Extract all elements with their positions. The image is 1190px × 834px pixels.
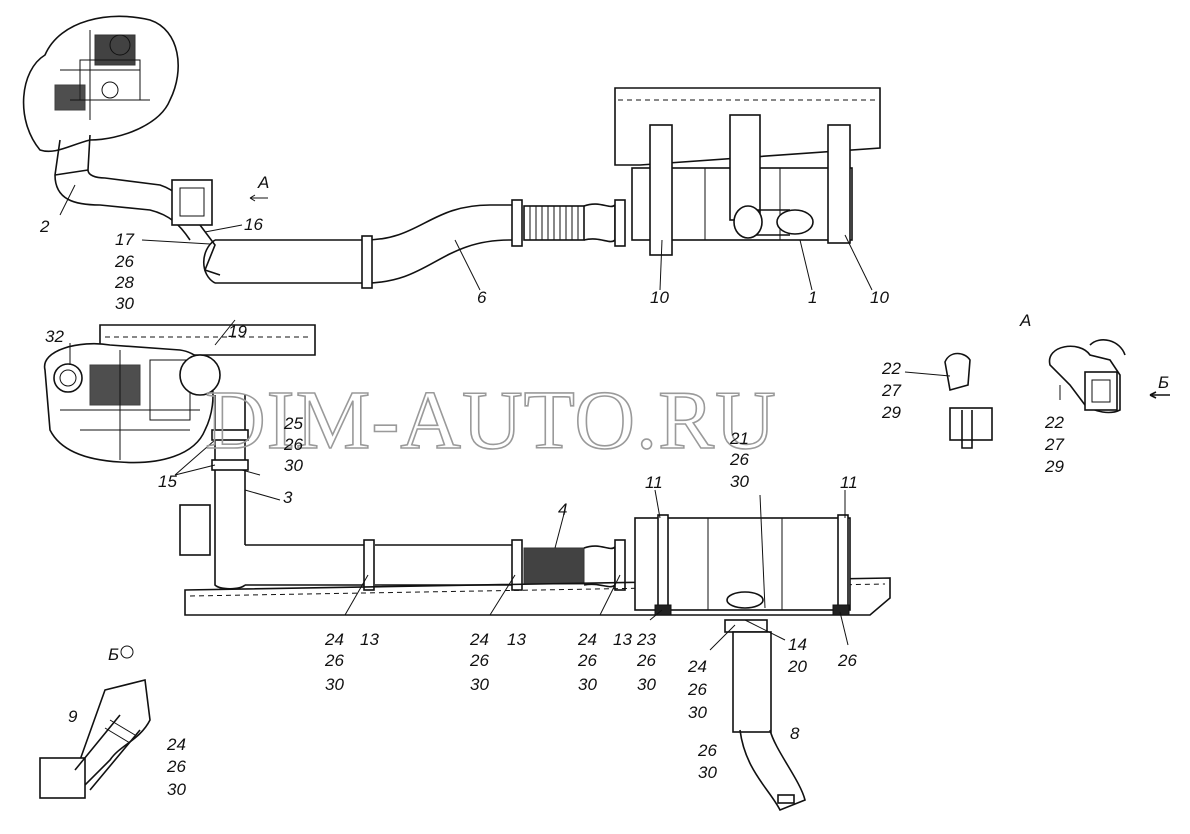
callout-30-i: 30 xyxy=(698,763,717,782)
callout-13-a: 13 xyxy=(360,630,379,649)
engine-top-view xyxy=(22,15,179,153)
callout-25: 25 xyxy=(283,414,303,433)
top-assembly xyxy=(22,15,881,289)
callout-23: 23 xyxy=(636,630,656,649)
callout-30-j: 30 xyxy=(167,780,186,799)
callout-14: 14 xyxy=(788,635,807,654)
callout-30-h: 30 xyxy=(688,703,707,722)
callout-labels: А А Б Б 2 16 17 26 28 30 6 10 1 10 19 32… xyxy=(39,173,1169,799)
watermark-text: DIM-AUTO.RU xyxy=(205,374,777,467)
bellows-top xyxy=(511,199,626,247)
view-b-arrow-label: Б xyxy=(1158,373,1169,392)
callout-22-b: 22 xyxy=(1044,413,1064,432)
callout-10-right: 10 xyxy=(870,288,889,307)
tailpipe-8 xyxy=(724,619,806,812)
callout-1: 1 xyxy=(808,288,817,307)
engine-side-view xyxy=(43,342,221,464)
callout-13-b: 13 xyxy=(507,630,526,649)
bracket-detail xyxy=(904,352,993,449)
callout-10-left: 10 xyxy=(650,288,669,307)
callout-24-a: 24 xyxy=(324,630,344,649)
callout-27-b: 27 xyxy=(1044,435,1064,454)
callout-24-d: 24 xyxy=(687,657,707,676)
callout-26-f: 26 xyxy=(577,651,597,670)
callout-27-a: 27 xyxy=(881,381,901,400)
callout-13-c: 13 xyxy=(613,630,632,649)
callout-26-b: 26 xyxy=(283,435,303,454)
view-a-title: А xyxy=(1019,311,1031,330)
callout-4: 4 xyxy=(558,500,567,519)
callout-30-top: 30 xyxy=(115,294,134,313)
callout-21: 21 xyxy=(729,429,749,448)
callout-26-c: 26 xyxy=(729,450,749,469)
callout-32: 32 xyxy=(45,327,64,346)
callout-26-e: 26 xyxy=(469,651,489,670)
callout-8: 8 xyxy=(790,724,800,743)
callout-26-top: 26 xyxy=(114,252,134,271)
callout-16: 16 xyxy=(244,215,263,234)
callout-29-a: 29 xyxy=(881,403,901,422)
callout-19: 19 xyxy=(228,322,247,341)
view-a-detail xyxy=(1048,339,1170,414)
callout-24-b: 24 xyxy=(469,630,489,649)
bracket-16 xyxy=(171,179,221,276)
callout-26-j: 26 xyxy=(697,741,717,760)
view-b-title: Б xyxy=(108,645,119,664)
callout-28: 28 xyxy=(114,273,134,292)
callout-17: 17 xyxy=(115,230,134,249)
view-b-detail xyxy=(39,645,151,799)
callout-6: 6 xyxy=(477,288,487,307)
callout-9: 9 xyxy=(68,707,78,726)
callout-30-d: 30 xyxy=(325,675,344,694)
callout-26-g: 26 xyxy=(636,651,656,670)
callout-29-b: 29 xyxy=(1044,457,1064,476)
callout-26-i: 26 xyxy=(687,680,707,699)
callout-20: 20 xyxy=(787,657,807,676)
pipe-6 xyxy=(215,204,515,241)
view-a-arrow-label: А xyxy=(257,173,269,192)
callout-26-k: 26 xyxy=(166,757,186,776)
callout-3: 3 xyxy=(283,488,293,507)
callout-26-d: 26 xyxy=(324,651,344,670)
callout-15: 15 xyxy=(158,472,177,491)
callout-30-g: 30 xyxy=(637,675,656,694)
callout-24-e: 24 xyxy=(166,735,186,754)
callout-22-a: 22 xyxy=(881,359,901,378)
callout-30-e: 30 xyxy=(470,675,489,694)
bellows-bottom xyxy=(523,539,626,591)
pipe-2 xyxy=(54,139,191,241)
leader-lines xyxy=(59,184,1061,651)
callout-30-f: 30 xyxy=(578,675,597,694)
callout-11-right: 11 xyxy=(840,473,858,492)
callout-26-h: 26 xyxy=(837,651,857,670)
bottom-assembly xyxy=(43,324,891,812)
callout-2: 2 xyxy=(39,217,50,236)
muffler-bottom xyxy=(634,514,851,616)
callout-24-c: 24 xyxy=(577,630,597,649)
callout-11-left: 11 xyxy=(645,473,663,492)
muffler-1 xyxy=(631,114,853,256)
callout-30-c: 30 xyxy=(730,472,749,491)
callout-30-b: 30 xyxy=(284,456,303,475)
